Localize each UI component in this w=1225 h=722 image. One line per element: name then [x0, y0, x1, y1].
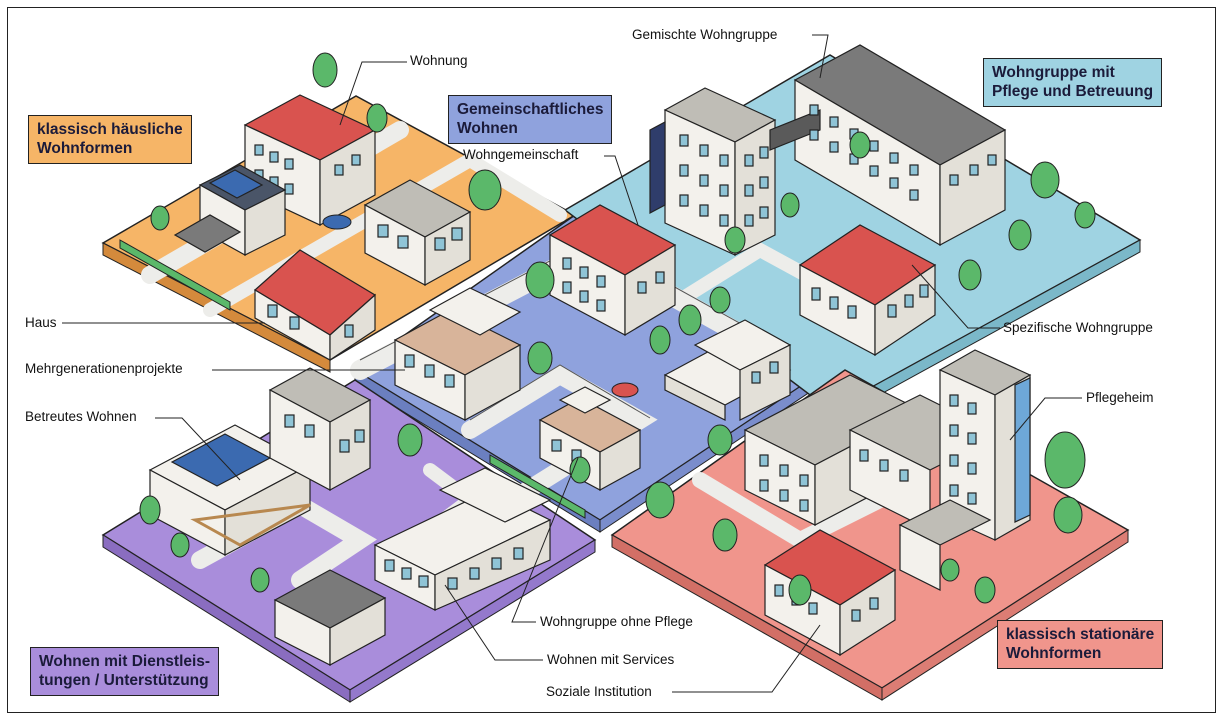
label-haus: Haus	[25, 315, 57, 330]
hedges	[119, 239, 586, 519]
category-services: Wohnen mit Dienstleis- tungen / Unterstü…	[30, 647, 220, 696]
label-soziale-institution: Soziale Institution	[546, 684, 652, 699]
building-hall	[273, 569, 387, 667]
building-solar-house	[173, 164, 287, 257]
building-mehrgenerationen	[393, 287, 522, 422]
building-community-right	[663, 319, 792, 421]
category-care-group: Wohngruppe mit Pflege und Betreuung	[983, 58, 1163, 107]
building-wohnen-services	[373, 467, 552, 611]
category-stationary-line2: Wohnformen	[1006, 645, 1102, 662]
cars	[322, 214, 639, 398]
label-wohnen-mit-services: Wohnen mit Services	[547, 652, 675, 667]
building-haus	[253, 249, 377, 362]
building-spezifische	[798, 224, 937, 357]
label-wohnung: Wohnung	[410, 53, 468, 68]
category-classic-home: klassisch häusliche Wohnformen	[28, 115, 192, 164]
category-classic-home-line2: Wohnformen	[37, 140, 133, 157]
label-mehrgenerationenprojekte: Mehrgenerationenprojekte	[25, 361, 183, 376]
building-cube-house	[363, 179, 472, 287]
category-services-line2: tungen / Unterstützung	[39, 672, 209, 689]
category-stationary: klassisch stationäre Wohnformen	[997, 620, 1164, 669]
building-wohngemeinschaft	[548, 204, 677, 337]
trees	[139, 52, 1096, 606]
buildings	[148, 44, 1032, 667]
category-care-group-line1: Wohngruppe mit	[992, 64, 1115, 81]
category-care-group-line2: Pflege und Betreuung	[992, 83, 1154, 100]
leader-lines	[62, 34, 1082, 693]
building-long-block	[769, 44, 1007, 247]
category-services-line1: Wohnen mit Dienstleis-	[39, 653, 211, 670]
building-pflegeheim	[743, 349, 1032, 591]
label-betreutes-wohnen: Betreutes Wohnen	[25, 409, 137, 424]
label-wohngruppe-ohne-pflege: Wohngruppe ohne Pflege	[540, 614, 693, 629]
category-community-line1: Gemeinschaftliches	[457, 101, 604, 118]
building-tower-mixed	[649, 87, 777, 256]
label-spezifische-wohngruppe: Spezifische Wohngruppe	[1003, 320, 1153, 335]
category-community: Gemeinschaftliches Wohnen	[448, 95, 613, 144]
category-classic-home-line1: klassisch häusliche	[37, 121, 183, 138]
building-soziale-institution	[763, 529, 897, 657]
building-wohnung	[243, 94, 377, 227]
category-community-line2: Wohnen	[457, 120, 518, 137]
label-gemischte-wohngruppe: Gemischte Wohngruppe	[632, 27, 778, 42]
label-pflegeheim: Pflegeheim	[1086, 390, 1154, 405]
label-wohngemeinschaft: Wohngemeinschaft	[463, 147, 579, 162]
category-stationary-line1: klassisch stationäre	[1006, 626, 1155, 643]
